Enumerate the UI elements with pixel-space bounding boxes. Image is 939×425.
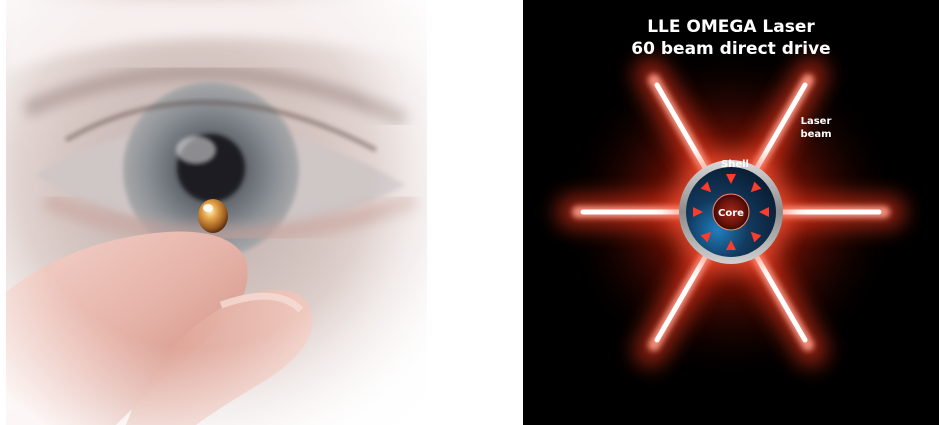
omega-laser-diagram: LLE OMEGA Laser 60 beam direct drive Las… xyxy=(523,0,939,425)
photo-illustration xyxy=(6,0,427,425)
laser-beam-label-line2: beam xyxy=(800,129,831,140)
core-label: Core xyxy=(718,208,744,219)
diagram-title-line1: LLE OMEGA Laser xyxy=(647,17,815,37)
laser-beam-label-line1: Laser xyxy=(801,116,832,127)
diagram-title-line2: 60 beam direct drive xyxy=(631,39,830,59)
diagram-canvas: LLE OMEGA Laser 60 beam direct drive Las… xyxy=(523,0,939,425)
capsule-photo xyxy=(6,0,427,425)
shell-label: Shell xyxy=(721,159,749,170)
